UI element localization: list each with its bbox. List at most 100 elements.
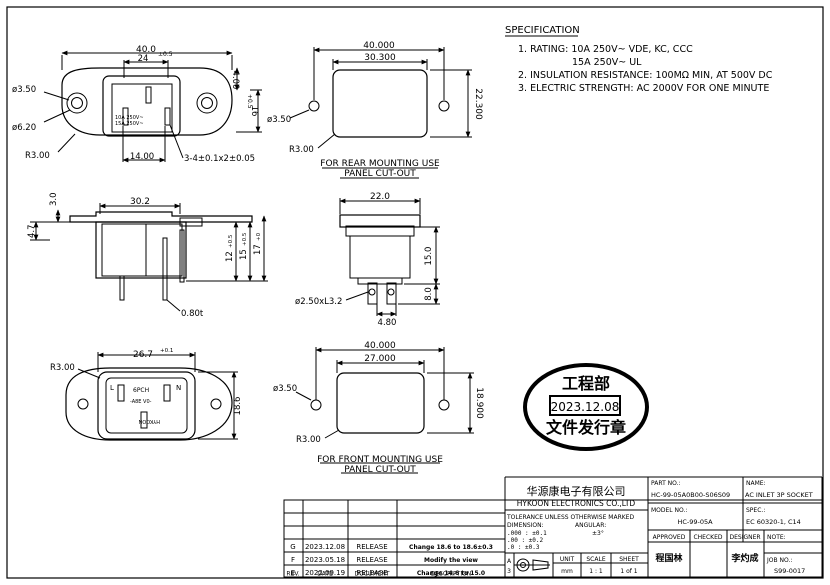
dim-v3-15-tol: +0.5 bbox=[242, 232, 248, 246]
scale-value: 1 : 1 bbox=[589, 568, 603, 575]
caption-front-2: PANEL CUT-OUT bbox=[344, 465, 416, 475]
rev-desc: Modify the view bbox=[424, 557, 478, 564]
view-front-cutout: 40.000 27.000 ø3.50 R3.00 18.900 FOR FRO… bbox=[273, 341, 484, 475]
pin-label-l: L bbox=[110, 384, 114, 392]
dim-v5-18.6: 18.6 bbox=[233, 397, 243, 416]
dim-v3-17: 17 bbox=[253, 244, 263, 255]
dim-v2-30: 30.300 bbox=[364, 53, 396, 63]
rev-header-desc: DESCRIPTION bbox=[431, 571, 472, 578]
stamp-dept: 工程部 bbox=[562, 374, 610, 393]
approved-signature: 程国林 bbox=[655, 552, 683, 564]
tolerance-1: .000 : ±0.1 bbox=[507, 530, 547, 537]
stamp-date: 2023.12.08 bbox=[551, 400, 620, 414]
dim-v6-hole: ø3.50 bbox=[273, 384, 297, 394]
view-front-side: 22.0 15.0 8.0 ø2.50xL3.2 4.80 bbox=[295, 192, 440, 328]
model-value: HC-99-05A bbox=[677, 518, 713, 526]
dim-v1-16: 16 bbox=[249, 106, 259, 117]
spec-label: SPEC.: bbox=[746, 507, 765, 514]
spec-value: EC 60320-1, C14 bbox=[746, 518, 801, 526]
name-label: NAME: bbox=[746, 480, 766, 487]
tolerance-angular: ANGULAR: bbox=[575, 522, 606, 529]
view-front: R3.00 26.7 +0.1 18.6 L N 6PCH -A8E V0- H… bbox=[50, 348, 243, 441]
dim-v1-terminal: 3-4±0.1x2±0.05 bbox=[184, 154, 255, 164]
dim-v3-12: 12 bbox=[225, 251, 235, 262]
rev-doc: RELEASE bbox=[356, 569, 387, 577]
rev-desc: Change 14.6 to 15.0 bbox=[417, 570, 485, 577]
dim-v3-4.7: 4.7 bbox=[27, 224, 37, 238]
dim-v4-pin: ø2.50xL3.2 bbox=[295, 297, 342, 307]
company-en: HYKOON ELECTRONICS CO.,LTD bbox=[517, 499, 636, 508]
dim-v3-17-tol: +0 bbox=[256, 232, 262, 241]
view-side: 30.2 3.0 4.7 12 +0.5 15 +0.5 17 +0 0.80t bbox=[27, 192, 268, 319]
dim-v6-40: 40.000 bbox=[364, 341, 396, 351]
inlet-marking-3: HYKOON bbox=[138, 418, 160, 424]
view-rear-cutout: 40.000 30.300 ø3.50 R3.00 22.300 FOR REA… bbox=[267, 41, 483, 179]
tolerance-title: TOLERANCE UNLESS OTHERWISE MARKED bbox=[506, 514, 634, 521]
dim-v2-40: 40.000 bbox=[363, 41, 395, 51]
rev-doc: RELEASE bbox=[356, 556, 387, 564]
spec-title: SPECIFICATION bbox=[505, 25, 580, 36]
inlet-label-2: 15A 250V~ bbox=[115, 121, 144, 127]
caption-front-1: FOR FRONT MOUNTING USE bbox=[317, 455, 443, 465]
view-rear-top: 40.0 24 ±0.5 ø3.50 ø6.20 R3.00 14.00 3-4… bbox=[12, 45, 262, 164]
dim-v1-inner: 24 bbox=[138, 54, 149, 64]
inlet-marking-2: -A8E V0- bbox=[130, 399, 152, 405]
stamp-text: 文件发行章 bbox=[546, 418, 626, 437]
dim-v3-3: 3.0 bbox=[49, 192, 59, 206]
tolerance-2: .00 : ±0.2 bbox=[507, 537, 544, 544]
spec-line-2: 15A 250V~ UL bbox=[572, 57, 642, 68]
rev-letter: E bbox=[291, 569, 295, 577]
dim-v1-16-tol: +0.5 bbox=[246, 94, 253, 109]
dim-v2-22: 22.300 bbox=[473, 88, 483, 120]
sheet-value: 1 of 1 bbox=[620, 568, 637, 575]
specification-block: SPECIFICATION 1. RATING: 10A 250V~ VDE, … bbox=[505, 25, 773, 94]
dim-v4-15: 15.0 bbox=[424, 247, 434, 266]
spec-line-4: 3. ELECTRIC STRENGTH: AC 2000V FOR ONE M… bbox=[518, 83, 769, 94]
rev-doc: RELEASE bbox=[356, 543, 387, 551]
rev-letter: F bbox=[291, 556, 295, 564]
name-value: AC INLET 3P SOCKET bbox=[745, 491, 813, 499]
dim-v1-inner-tol: ±0.5 bbox=[158, 51, 173, 58]
spec-line-3: 2. INSULATION RESISTANCE: 100MΩ MIN, AT … bbox=[518, 70, 773, 81]
release-stamp: 工程部 2023.12.08 文件发行章 bbox=[523, 363, 649, 451]
rev-header-rev: REV. bbox=[286, 571, 299, 578]
dim-v1-4: 4.00 bbox=[230, 71, 240, 90]
caption-rear-1: FOR REAR MOUNTING USE bbox=[320, 159, 440, 169]
job-no-value: S99-0017 bbox=[774, 567, 805, 575]
dim-v1-radius: R3.00 bbox=[25, 151, 50, 161]
designer-signature: 李灼成 bbox=[730, 552, 758, 564]
checked-label: CHECKED bbox=[693, 534, 722, 541]
rev-header-doc: DOCUMENT bbox=[354, 571, 389, 578]
dim-v6-27: 27.000 bbox=[364, 354, 396, 364]
rev-letter: G bbox=[290, 543, 295, 551]
rev-header-date: DATE bbox=[317, 571, 333, 578]
rev-date: 2023.12.08 bbox=[305, 543, 345, 551]
unit-label: UNIT bbox=[560, 556, 575, 563]
unit-value: mm bbox=[561, 568, 573, 575]
inlet-label-1: 10A 250V~ bbox=[115, 115, 144, 121]
projection-symbol bbox=[514, 558, 550, 572]
rev-date: 2022.09.19 bbox=[305, 569, 345, 577]
rev-letter-3: 3 bbox=[507, 568, 511, 575]
dim-v1-14: 14.00 bbox=[130, 152, 154, 162]
dim-v4-4.8: 4.80 bbox=[378, 318, 397, 328]
part-no-label: PART NO.: bbox=[651, 480, 681, 487]
dim-v2-radius: R3.00 bbox=[289, 145, 314, 155]
rev-date: 2023.05.18 bbox=[305, 556, 345, 564]
dim-v3-15: 15 bbox=[239, 249, 249, 260]
dim-v5-26.7: 26.7 bbox=[133, 350, 153, 360]
caption-rear-2: PANEL CUT-OUT bbox=[344, 169, 416, 179]
scale-label: SCALE bbox=[586, 556, 605, 563]
dim-v5-radius: R3.00 bbox=[50, 363, 75, 373]
dim-v1-width: 40.0 bbox=[136, 45, 156, 55]
approved-label: APPROVED bbox=[653, 534, 686, 541]
sheet-label: SHEET bbox=[619, 556, 639, 563]
dim-v4-8: 8.0 bbox=[424, 287, 434, 301]
part-no-value: HC-99-05A0B00-S06S09 bbox=[651, 491, 730, 499]
dim-v3-30: 30.2 bbox=[130, 197, 150, 207]
dim-v6-radius: R3.00 bbox=[296, 435, 321, 445]
tolerance-3: .0 : ±0.3 bbox=[507, 544, 540, 551]
inlet-marking-1: 6PCH bbox=[133, 387, 149, 394]
rev-desc: Change 18.6 to 18.6±0.3 bbox=[409, 544, 493, 551]
